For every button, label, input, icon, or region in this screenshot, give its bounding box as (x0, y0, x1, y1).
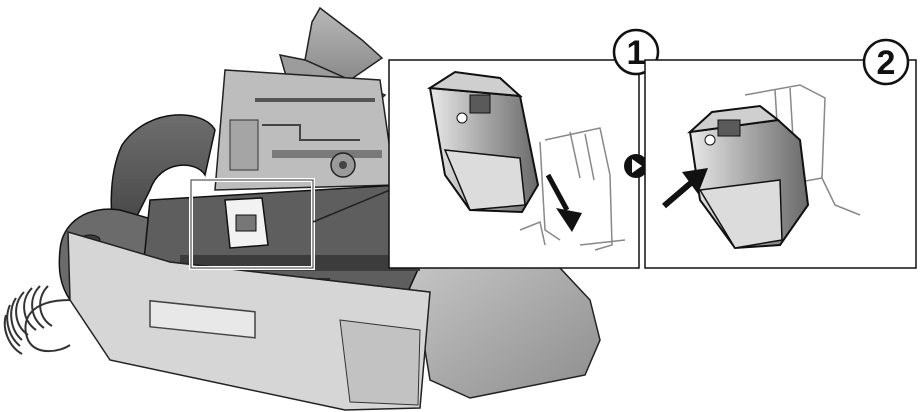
cartridge-holder (519, 127, 626, 251)
up-right-arrow-icon (662, 168, 708, 209)
cartridge-in-carriage (224, 197, 269, 249)
down-arrow-icon (545, 173, 582, 232)
coiled-cord (3, 285, 71, 355)
ink-cartridge-seated (686, 104, 810, 250)
step-panel-2 (644, 59, 917, 269)
play-circle-icon (624, 154, 648, 178)
fax-main-body (399, 249, 601, 399)
step-number-1: 1 (627, 34, 646, 72)
step-panel-1 (388, 59, 640, 269)
open-lid (214, 69, 396, 191)
step-badge-2: 2 (862, 38, 910, 86)
gear-icon (330, 152, 356, 178)
callout-leader (312, 189, 391, 223)
step-number-2: 2 (877, 44, 896, 82)
display-window (149, 299, 256, 339)
fax-machine (3, 6, 601, 411)
ink-cartridge (426, 70, 540, 214)
